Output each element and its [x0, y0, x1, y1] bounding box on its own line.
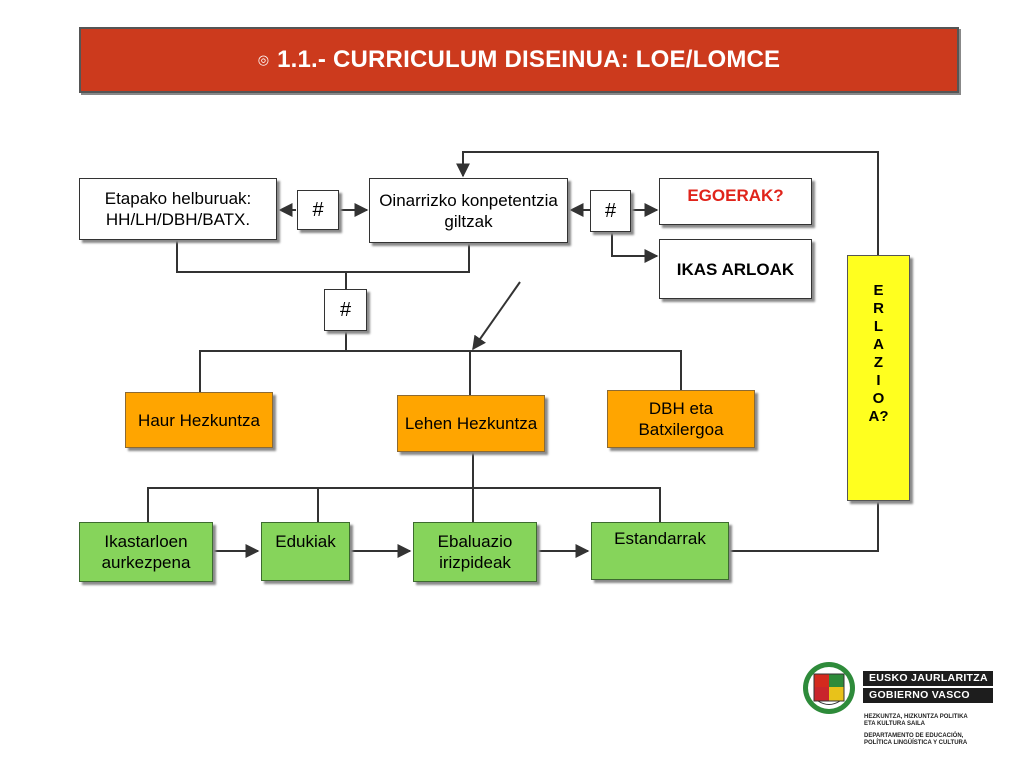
logo-sub-3: DEPARTAMENTO DE EDUCACIÓN, [864, 733, 964, 739]
hash-label-2: # [604, 199, 617, 222]
line-branch-stages [199, 350, 682, 392]
etapako-helburuak-box: Etapako helburuak: HH/LH/DBH/BATX. [79, 178, 277, 240]
dbh-batxilergoa-label: DBH eta Batxilergoa [638, 399, 724, 439]
hash-box-1: # [297, 190, 339, 230]
hash-label-3: # [339, 298, 352, 321]
erlazioa-box: E R L A Z I O A? [847, 255, 910, 501]
logo-line-1: EUSKO JAURLARITZA [863, 671, 993, 686]
arrow-hash2-to-ikas [611, 232, 659, 263]
title-banner: ◎ 1.1.- CURRICULUM DISEINUA: LOE/LOMCE [79, 27, 959, 93]
erlazioa-letter: L [873, 318, 884, 335]
title-bullet-icon: ◎ [257, 52, 270, 67]
eusko-jaurlaritza-logo: EUSKO JAURLARITZA GOBIERNO VASCO HEZKUNT… [800, 660, 1000, 760]
hash-box-2: # [590, 190, 631, 232]
logo-line-2: GOBIERNO VASCO [863, 688, 993, 703]
edukiak-box: Edukiak [261, 522, 350, 581]
hash-box-3: # [324, 289, 367, 331]
line-estandarrak-to-erlazioa [730, 502, 879, 552]
coat-of-arms-icon [803, 662, 855, 714]
page-title: 1.1.- CURRICULUM DISEINUA: LOE/LOMCE [277, 46, 781, 73]
erlazioa-letter: Z [873, 354, 884, 371]
oinarrizko-konpetentzia-box: Oinarrizko konpetentzia giltzak [369, 178, 568, 243]
lehen-hezkuntza-label: Lehen Hezkuntza [404, 414, 538, 433]
arrow-ikas-to-branch [472, 281, 521, 351]
line-etapako-down [176, 240, 470, 273]
erlazioa-letter: A? [868, 408, 889, 425]
erlazioa-letter: E [873, 282, 884, 299]
arrow-erlazioa-to-oinarrizko [456, 151, 879, 255]
line-branch-green [147, 487, 661, 522]
ikastarloen-aurkezpena-box: Ikastarloen aurkezpena [79, 522, 213, 582]
estandarrak-box: Estandarrak [591, 522, 729, 580]
ebaluazio-irizpideak-label: Ebaluazio irizpideak [437, 532, 513, 572]
ikas-arloak-label: IKAS ARLOAK [676, 259, 795, 279]
haur-hezkuntza-box: Haur Hezkuntza [125, 392, 273, 448]
hash-label-1: # [312, 198, 324, 221]
ikas-arloak-box: IKAS ARLOAK [659, 239, 812, 299]
lehen-hezkuntza-box: Lehen Hezkuntza [397, 395, 545, 452]
erlazioa-letter: A [873, 336, 884, 353]
estandarrak-label: Estandarrak [614, 529, 706, 548]
erlazioa-letter: R [873, 300, 884, 317]
ebaluazio-irizpideak-box: Ebaluazio irizpideak [413, 522, 537, 582]
logo-sub-2: ETA KULTURA SAILA [864, 721, 925, 727]
egoerak-box: EGOERAK? [659, 178, 812, 225]
edukiak-label: Edukiak [275, 532, 336, 551]
etapako-helburuak-label: Etapako helburuak: HH/LH/DBH/BATX. [104, 189, 252, 229]
logo-sub-1: HEZKUNTZA, HIZKUNTZA POLITIKA [864, 714, 968, 720]
erlazioa-letter: I [876, 372, 881, 389]
dbh-batxilergoa-box: DBH eta Batxilergoa [607, 390, 755, 448]
oinarrizko-konpetentzia-label: Oinarrizko konpetentzia giltzak [379, 190, 558, 231]
logo-sub-4: POLÍTICA LINGÜÍSTICA Y CULTURA [864, 740, 968, 746]
egoerak-label: EGOERAK? [687, 186, 784, 205]
erlazioa-letter: O [872, 390, 885, 407]
ikastarloen-aurkezpena-label: Ikastarloen aurkezpena [101, 532, 191, 572]
haur-hezkuntza-label: Haur Hezkuntza [138, 410, 260, 430]
